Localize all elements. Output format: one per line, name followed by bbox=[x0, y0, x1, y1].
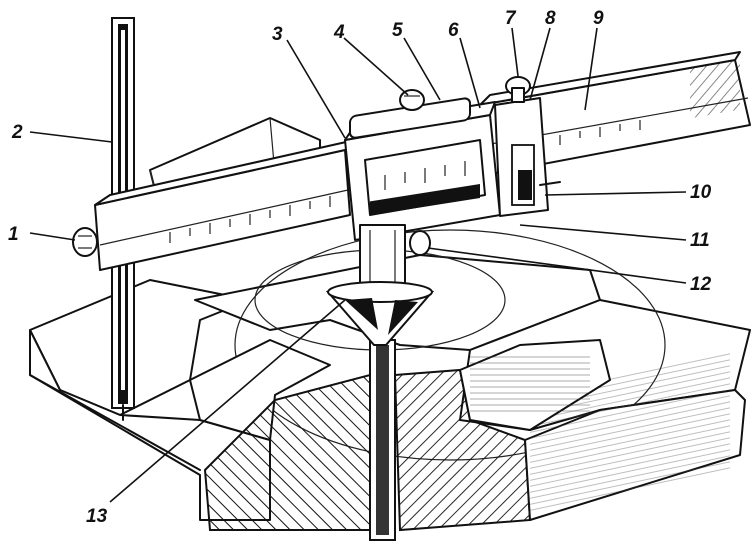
callout-labels: 1 2 3 4 5 6 7 8 9 10 11 12 13 bbox=[8, 8, 712, 527]
callout-3: 3 bbox=[272, 24, 283, 45]
top-screw-knob bbox=[399, 89, 425, 111]
fine-adjust-block bbox=[494, 76, 561, 217]
callout-11: 11 bbox=[690, 230, 710, 251]
callout-13: 13 bbox=[86, 506, 108, 527]
callout-2: 2 bbox=[11, 122, 23, 143]
callout-12: 12 bbox=[690, 274, 712, 295]
callout-8: 8 bbox=[545, 8, 556, 29]
post-lock-screw bbox=[409, 230, 431, 256]
leader-lines bbox=[29, 27, 687, 503]
callout-10: 10 bbox=[690, 182, 712, 203]
callout-6: 6 bbox=[448, 20, 459, 41]
clamp-screw-knob bbox=[72, 227, 98, 257]
main-beam bbox=[72, 139, 356, 271]
cone-post bbox=[359, 224, 406, 291]
callout-1: 1 bbox=[8, 224, 19, 245]
callout-4: 4 bbox=[333, 22, 345, 43]
workpiece-block bbox=[29, 229, 751, 541]
callout-9: 9 bbox=[593, 8, 604, 29]
callout-7: 7 bbox=[505, 8, 517, 29]
right-scale-bar bbox=[479, 51, 751, 176]
beam-scale-ticks bbox=[169, 196, 331, 243]
block-step-left bbox=[189, 339, 331, 441]
callout-5: 5 bbox=[392, 20, 403, 41]
centering-cone bbox=[325, 224, 435, 346]
vernier-carriage bbox=[344, 89, 501, 241]
